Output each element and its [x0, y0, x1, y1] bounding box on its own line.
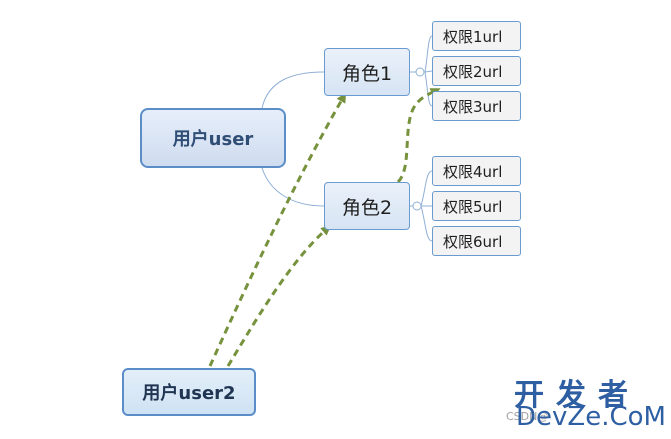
- arrow-user2-role2: [226, 225, 332, 367]
- watermark-cn: 开发者: [514, 378, 640, 413]
- permission5-node[interactable]: 权限5url: [432, 191, 521, 221]
- collapse-toggle-role1[interactable]: [415, 67, 425, 77]
- user2-node[interactable]: 用户user2: [122, 368, 256, 416]
- collapse-toggle-role2[interactable]: [412, 201, 422, 211]
- watermark-en: DevZe.CoM: [516, 402, 666, 432]
- connector-user-role2: [261, 167, 325, 207]
- arrow-role2-permission3: [396, 88, 441, 184]
- permission2-node[interactable]: 权限2url: [432, 56, 521, 86]
- role1-node[interactable]: 角色1: [324, 48, 410, 96]
- connector-user-role1: [261, 71, 325, 109]
- permission3-node[interactable]: 权限3url: [432, 91, 521, 121]
- user-node[interactable]: 用户user: [140, 108, 286, 168]
- permission6-node[interactable]: 权限6url: [432, 226, 521, 256]
- permission1-node[interactable]: 权限1url: [432, 21, 521, 51]
- permission4-node[interactable]: 权限4url: [432, 156, 521, 186]
- arrow-user2-role1: [208, 92, 346, 367]
- watermark-small: CSDN@: [506, 410, 549, 423]
- role2-node[interactable]: 角色2: [324, 182, 410, 230]
